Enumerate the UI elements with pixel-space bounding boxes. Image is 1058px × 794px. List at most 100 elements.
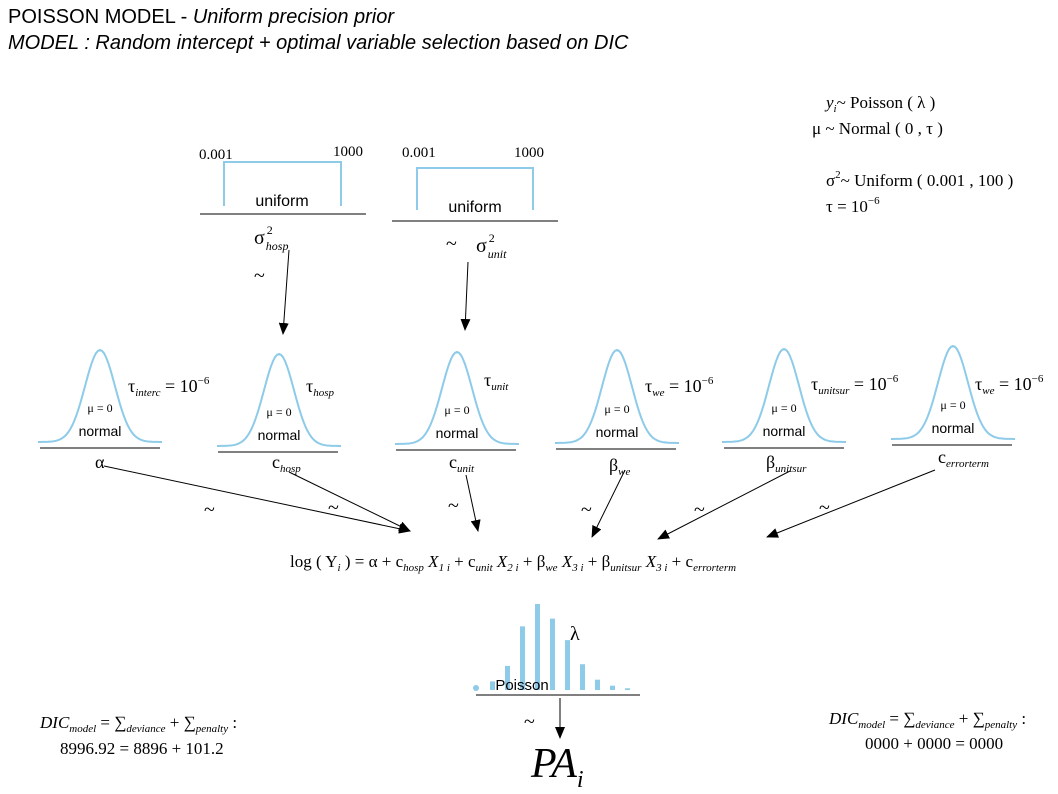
uniform-label: uniform — [255, 193, 308, 210]
normal-tau: τwe = 10−6 — [975, 373, 1044, 397]
dic-right-formula: DICmodel = ∑deviance + ∑penalty : — [828, 709, 1026, 731]
poisson-bar — [565, 640, 570, 690]
normal-tau: τunitsur = 10−6 — [811, 373, 899, 397]
normal-prior-alpha: μ = 0 normal τinterc = 10−6 α — [38, 348, 210, 472]
normal-label: normal — [79, 423, 122, 439]
uniform-label: uniform — [448, 199, 501, 216]
normal-density-curve — [395, 350, 519, 445]
normal-param: chosp — [272, 452, 301, 475]
edge-tildes: ~ ~ ~ ~ ~ ~ — [204, 495, 830, 521]
title-model-name: POISSON MODEL - — [8, 6, 193, 28]
normal-label: normal — [932, 420, 975, 436]
normal-tau: τwe = 10−6 — [645, 375, 714, 399]
tilde-beta-we-edge: ~ — [581, 499, 592, 521]
uniform-density-shape — [416, 167, 534, 210]
spec-likelihood: yi~ Poisson ( λ ) — [824, 93, 935, 115]
dic-right: DICmodel = ∑deviance + ∑penalty : 0000 +… — [828, 709, 1026, 753]
tilde-alpha-edge: ~ — [204, 499, 215, 521]
arrow-sigma-hosp-to-c-hosp — [278, 249, 290, 335]
uniform-density-shape — [223, 161, 342, 206]
model-specification: yi~ Poisson ( λ ) μ ~ Normal ( 0 , τ ) σ… — [812, 93, 1013, 216]
uniform-max: 1000 — [333, 144, 363, 160]
dic-left-formula: DICmodel = ∑deviance + ∑penalty : — [39, 713, 237, 735]
poisson-label: Poisson — [495, 677, 548, 694]
normal-param: βwe — [609, 455, 631, 478]
spec-sigma-prior: σ2~ Uniform ( 0.001 , 100 ) — [826, 169, 1013, 190]
poisson-bar — [580, 664, 585, 690]
dic-left-values: 8996.92 = 8896 + 101.2 — [60, 739, 224, 758]
poisson-bar-zero — [473, 685, 479, 691]
tilde-hosp: ~ — [254, 265, 265, 287]
normal-prior-errorterm: μ = 0 normal τwe = 10−6 cerrorterm — [891, 344, 1044, 470]
poisson-bar — [520, 626, 525, 690]
poisson-bar — [490, 681, 495, 690]
tilde-outcome: ~ — [524, 711, 535, 733]
normal-param: cunit — [449, 452, 475, 475]
normal-mu: μ = 0 — [266, 405, 291, 419]
poisson-bar — [535, 604, 540, 690]
dic-right-values: 0000 + 0000 = 0000 — [865, 734, 1003, 753]
outcome-variable: PAi — [530, 741, 584, 793]
normal-tau: τinterc = 10−6 — [128, 375, 210, 399]
normal-prior-unitsur: μ = 0 normal τunitsur = 10−6 βunitsur — [722, 347, 899, 475]
edges-to-equation — [103, 465, 936, 540]
arrow-c-hosp — [288, 471, 411, 532]
tilde-c-unit-edge: ~ — [448, 495, 459, 517]
spec-mu-prior: μ ~ Normal ( 0 , τ ) — [812, 119, 943, 138]
normal-mu: μ = 0 — [87, 401, 112, 415]
normal-label: normal — [258, 427, 301, 443]
uniform-min: 0.001 — [199, 147, 233, 163]
normal-priors: μ = 0 normal τinterc = 10−6 α μ = 0 normal τho… — [38, 344, 1044, 478]
normal-tau: τhosp — [306, 376, 335, 399]
normal-tau: τunit — [484, 370, 509, 393]
normal-param: βunitsur — [766, 452, 807, 475]
arrow-alpha — [103, 465, 411, 534]
arrow-sigma-unit-to-c-unit — [460, 261, 471, 331]
poisson-bar — [595, 679, 600, 690]
arrow-beta-unitsur — [657, 470, 791, 540]
tilde-unit: ~ — [446, 233, 457, 255]
poisson-bar — [505, 665, 510, 690]
title-prior-name: Uniform precision prior — [192, 6, 395, 28]
normal-mu: μ = 0 — [604, 402, 629, 416]
normal-density-curve — [722, 347, 846, 443]
arrow-beta-we — [591, 469, 626, 538]
title-line-2: MODEL : Random intercept + optimal varia… — [8, 32, 629, 54]
normal-param: cerrorterm — [938, 447, 989, 470]
dic-left: DICmodel = ∑deviance + ∑penalty : 8996.9… — [39, 713, 237, 758]
normal-density-curve — [555, 348, 679, 444]
normal-label: normal — [763, 423, 806, 439]
poisson-bar — [550, 618, 555, 690]
title-line-1: POISSON MODEL - Uniform precision prior — [8, 6, 394, 29]
normal-density-curve — [217, 352, 341, 447]
uniform-max: 1000 — [514, 145, 544, 161]
poisson-bars — [473, 604, 630, 691]
poisson-bar — [625, 688, 630, 690]
linear-predictor-equation: log ( Yi ) = α + chosp X1 i + cunit X2 i… — [290, 552, 736, 574]
spec-tau-value: τ = 10−6 — [826, 195, 880, 216]
normal-density-curve — [891, 344, 1015, 440]
normal-label: normal — [436, 425, 479, 441]
normal-param: α — [95, 452, 105, 472]
normal-density-curve — [38, 348, 162, 443]
normal-mu: μ = 0 — [940, 398, 965, 412]
normal-mu: μ = 0 — [444, 403, 469, 417]
arrow-c-errorterm — [766, 469, 936, 538]
normal-label: normal — [596, 424, 639, 440]
normal-prior-hosp: μ = 0 normal τhosp chosp — [217, 352, 341, 475]
normal-mu: μ = 0 — [771, 401, 796, 415]
uniform-min: 0.001 — [402, 145, 436, 161]
lambda-label: λ — [570, 623, 580, 645]
arrow-c-unit — [465, 474, 481, 532]
tilde-beta-unitsur-edge: ~ — [694, 499, 705, 521]
tilde-c-errorterm-edge: ~ — [819, 497, 830, 519]
normal-prior-we: μ = 0 normal τwe = 10−6 βwe — [555, 348, 714, 478]
tilde-c-hosp-edge: ~ — [328, 497, 339, 519]
normal-prior-unit: μ = 0 normal τunit cunit — [395, 350, 519, 475]
